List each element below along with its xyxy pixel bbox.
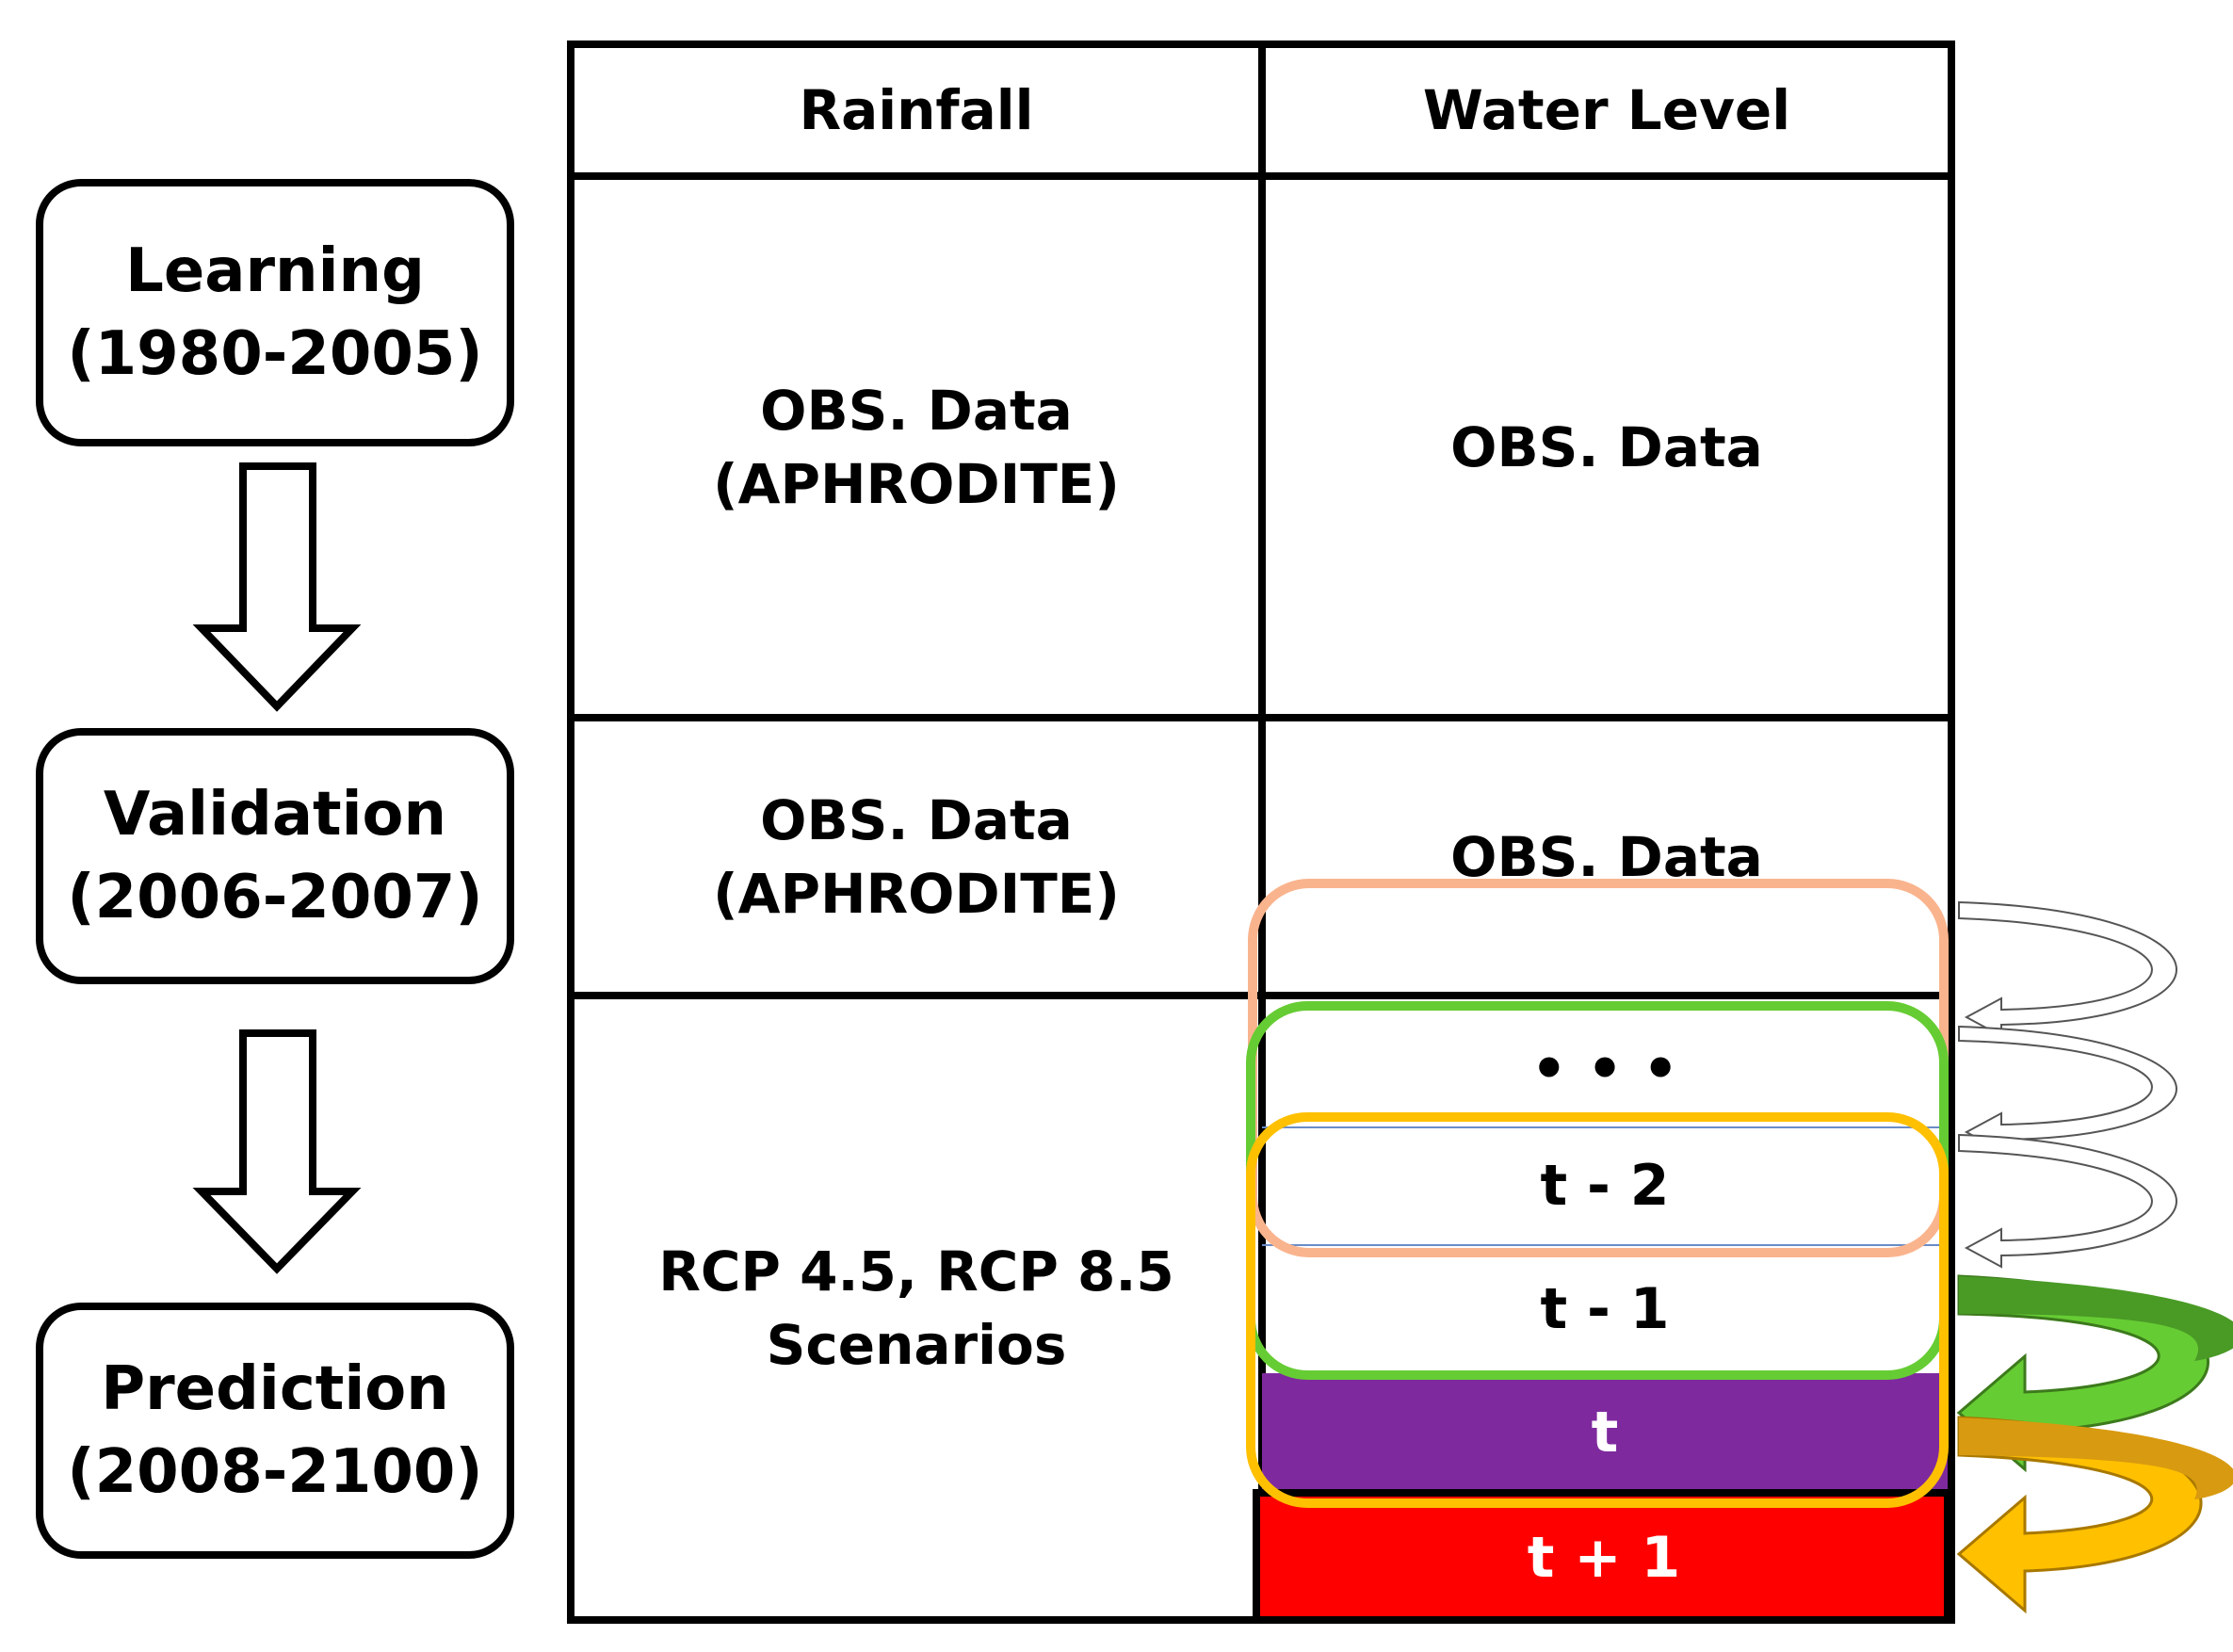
stage-prediction-period: (2008-2100) [67,1437,483,1507]
step-t-minus-1: t - 1 [1266,1249,1944,1369]
step-t-plus-1-label: t + 1 [1527,1525,1681,1591]
stage-validation-period: (2006-2007) [67,863,483,932]
sliding-windows [1246,879,1949,1508]
step-ellipsis-label: • • • [1530,1036,1679,1102]
step-ellipsis: • • • [1266,1017,1944,1121]
stage-learning: Learning (1980-2005) [36,179,514,446]
row-validation-rainfall-line2: (APHRODITE) [713,861,1120,926]
stage-learning-name: Learning [125,236,425,306]
stage-validation-name: Validation [103,780,447,850]
down-arrow-validation-to-prediction [192,1029,362,1274]
header-rainfall: Rainfall [574,48,1258,172]
row-validation-water-level-text: OBS. Data [1450,825,1763,889]
header-rainfall-label: Rainfall [799,78,1034,142]
t-cell [1262,1373,1948,1493]
row-validation-rainfall-line1: OBS. Data [760,787,1073,852]
row-learning-rainfall-line1: OBS. Data [760,378,1073,443]
stage-prediction-name: Prediction [101,1354,449,1424]
step-t-minus-1-label: t - 1 [1540,1276,1670,1342]
row-learning-rainfall-line2: (APHRODITE) [713,451,1120,516]
down-arrow-learning-to-validation [192,462,362,712]
step-t-minus-2-label: t - 2 [1540,1153,1670,1219]
row-learning-rainfall: OBS. Data (APHRODITE) [574,180,1258,714]
header-water-level-label: Water Level [1422,78,1791,142]
row-validation-water-level: OBS. Data [1266,810,1948,904]
step-t-minus-2: t - 2 [1266,1130,1944,1241]
row-prediction-rainfall-line2: Scenarios [766,1312,1067,1377]
stage-learning-period: (1980-2005) [67,319,483,389]
step-t-label: t [1591,1400,1619,1466]
t-plus-1-cell [1253,1489,1951,1624]
row-prediction-rainfall-line1: RCP 4.5, RCP 8.5 [658,1239,1174,1304]
row-prediction-rainfall: RCP 4.5, RCP 8.5 Scenarios [574,999,1258,1616]
row-learning-water-level-text: OBS. Data [1450,414,1763,479]
time-step-rows [1253,1126,1951,1624]
feedback-arrow-orange [1956,1416,2233,1614]
stage-validation: Validation (2006-2007) [36,728,514,984]
step-t-plus-1: t + 1 [1262,1499,1946,1616]
row-learning-water-level: OBS. Data [1266,180,1948,714]
header-water-level: Water Level [1266,48,1948,172]
stage-prediction: Prediction (2008-2100) [36,1303,514,1559]
step-t: t [1266,1375,1944,1490]
row-validation-rainfall: OBS. Data (APHRODITE) [574,721,1258,992]
window-orange [1246,1112,1949,1508]
feedback-arrows-thin [1958,900,2177,1269]
